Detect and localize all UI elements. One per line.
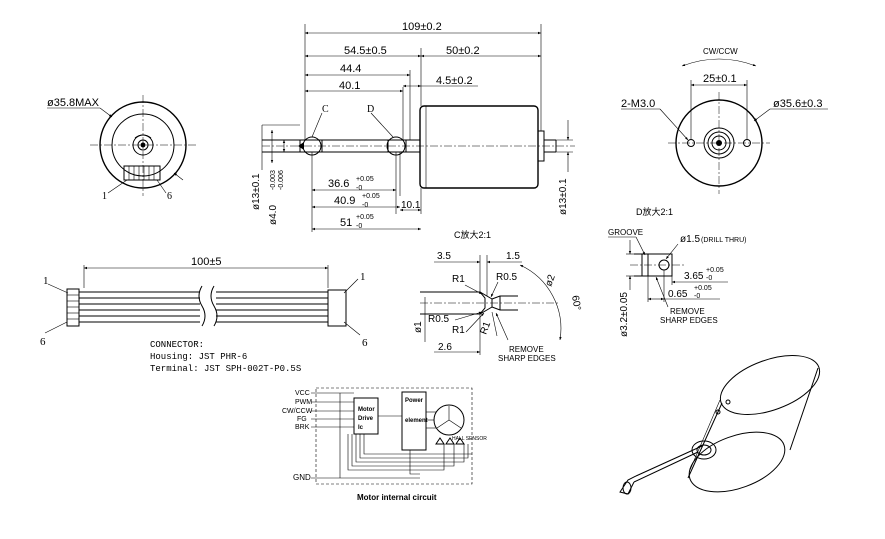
r0-5-top-label: R0.5	[496, 272, 518, 283]
angle-label: 60°	[569, 295, 582, 312]
dim-25-label: 25±0.1	[703, 73, 737, 85]
dim-3-65-label: 3.65	[684, 271, 704, 282]
power-element	[401, 391, 427, 451]
dim-54-5-label: 54.5±0.5	[344, 45, 387, 57]
r0-5-left-label: R0.5	[428, 314, 450, 325]
circuit-frame	[315, 387, 473, 485]
cable-pin-6-right: 6	[362, 337, 368, 349]
svg-text:Drive: Drive	[358, 416, 374, 422]
dia-13-right-label: ø13±0.1	[558, 178, 569, 215]
rotation-arrow	[681, 58, 757, 67]
cable-connector-right	[327, 289, 347, 327]
cable-pin-6-left: 6	[40, 336, 46, 348]
front-view: ø35.8MAX 1 6	[47, 95, 196, 202]
svg-text:-0: -0	[356, 185, 362, 192]
dim-0-65-label: 0.65	[668, 289, 688, 300]
r1-diag-label: R1	[478, 320, 493, 336]
detail-d-remove-1: REMOVE	[670, 307, 705, 316]
motor-3d-view	[619, 355, 821, 495]
detail-d-title: D放大2:1	[636, 206, 673, 217]
connector-label: CONNECTOR:	[150, 340, 204, 350]
svg-text:+0.05: +0.05	[356, 214, 374, 221]
svg-text:-0: -0	[694, 293, 700, 300]
svg-text:Ic: Ic	[358, 425, 364, 431]
circuit-gnd: GND	[293, 473, 311, 482]
circuit-vcc: VCC	[295, 390, 310, 397]
dia-35-6-label: ø35.6±0.3	[773, 98, 822, 110]
cable-pin-1-left: 1	[43, 275, 49, 287]
dia-4-tol-lower: -0.006	[278, 170, 285, 190]
r1-left-label: R1	[452, 325, 465, 336]
motor-body	[419, 105, 539, 189]
cable-view: 100±5 1 6 1 6 CONNECTOR: Housing: JST PH…	[40, 256, 368, 374]
drill-note-label: (DRILL THRU)	[701, 237, 747, 244]
detail-c-remove-2: SHARP EDGES	[498, 354, 556, 363]
terminal-label: Terminal: JST SPH-002T-P0.5S	[150, 364, 301, 374]
housing-label: Housing: JST PHR-6	[150, 352, 247, 362]
svg-text:Power: Power	[405, 398, 424, 404]
dia-4-label: ø4.0	[268, 205, 279, 225]
rotation-label: CW/CCW	[703, 47, 738, 56]
detail-c: C放大2:1 60° 3.5 1.5 R1 R0.5 ø2 ø1 R0.5 R1…	[413, 229, 583, 363]
circuit-cwccw: CW/CCW	[282, 408, 313, 415]
dim-51-label: 51	[340, 217, 352, 229]
front-pin-6-label: 6	[167, 191, 172, 202]
dim-2-6-label: 2.6	[438, 342, 452, 353]
dim-1-5-label: 1.5	[506, 251, 520, 262]
dim-44-4-label: 44.4	[340, 63, 361, 75]
detail-d-shaft	[634, 253, 673, 277]
cable-pin-1-right: 1	[360, 271, 366, 283]
front-connector	[123, 165, 161, 181]
circuit-pwm: PWM	[295, 399, 312, 406]
groove-label: GROOVE	[608, 228, 643, 237]
svg-text:Motor: Motor	[358, 407, 375, 413]
dim-40-1-label: 40.1	[339, 80, 360, 92]
dim-3-5-label: 3.5	[437, 251, 451, 262]
dia-3-2-label: ø3.2±0.05	[619, 292, 630, 337]
dia-13-left-label: ø13±0.1	[251, 173, 262, 210]
detail-d-remove-2: SHARP EDGES	[660, 316, 718, 325]
front-pin-1-label: 1	[102, 191, 107, 202]
end-view: CW/CCW 25±0.1 2-M3.0 ø35.6±0.3	[621, 47, 828, 194]
detail-d: D放大2:1 GROOVE ø1.5 (DRILL THRU) 3.65 +0.…	[608, 206, 747, 337]
svg-text:+0.05: +0.05	[356, 176, 374, 183]
r1-top-label: R1	[452, 274, 465, 285]
drill-dia-label: ø1.5	[680, 234, 700, 245]
svg-text:-0: -0	[356, 223, 362, 230]
detail-c-remove-1: REMOVE	[509, 345, 544, 354]
svg-text:-0: -0	[362, 202, 368, 209]
svg-text:+0.05: +0.05	[362, 193, 380, 200]
svg-text:-0: -0	[706, 275, 712, 282]
label-d: D	[367, 104, 374, 115]
label-c: C	[322, 104, 329, 115]
cable-wires	[79, 291, 328, 323]
circuit-wiring	[347, 434, 472, 475]
dia-4-tol-upper: -0.003	[270, 170, 277, 190]
total-length-label: 109±0.2	[402, 21, 442, 33]
cable-connector-left	[66, 288, 80, 327]
svg-text:+0.05: +0.05	[706, 267, 724, 274]
dim-4-5-label: 4.5±0.2	[436, 75, 473, 87]
dia-2-label: ø2	[543, 273, 557, 288]
side-view: 109±0.2 54.5±0.5 50±0.2 44.4 40.1 4.5±0.…	[251, 21, 575, 232]
dim-10-1-label: 10.1	[401, 200, 421, 211]
circuit-diagram: VCC PWM CW/CCW FG BRK GND Motor Drive Ic…	[282, 387, 487, 502]
circuit-brk: BRK	[295, 424, 310, 431]
detail-c-shaft	[420, 291, 493, 315]
dim-50-label: 50±0.2	[446, 45, 480, 57]
circuit-caption: Motor internal circuit	[357, 493, 437, 502]
front-diameter-label: ø35.8MAX	[47, 97, 100, 109]
dia-1-label: ø1	[413, 321, 424, 333]
detail-c-title: C放大2:1	[454, 229, 491, 240]
svg-text:+0.05: +0.05	[694, 285, 712, 292]
cable-length-label: 100±5	[191, 256, 222, 268]
dim-36-6-label: 36.6	[328, 178, 349, 190]
motor-3d-face	[688, 431, 786, 493]
hall-sensor-label: HALL SENSOR	[452, 436, 487, 442]
circuit-fg: FG	[297, 416, 307, 423]
svg-text:element: element	[405, 418, 428, 424]
dim-40-9-label: 40.9	[334, 195, 355, 207]
threads-label: 2-M3.0	[621, 98, 655, 110]
